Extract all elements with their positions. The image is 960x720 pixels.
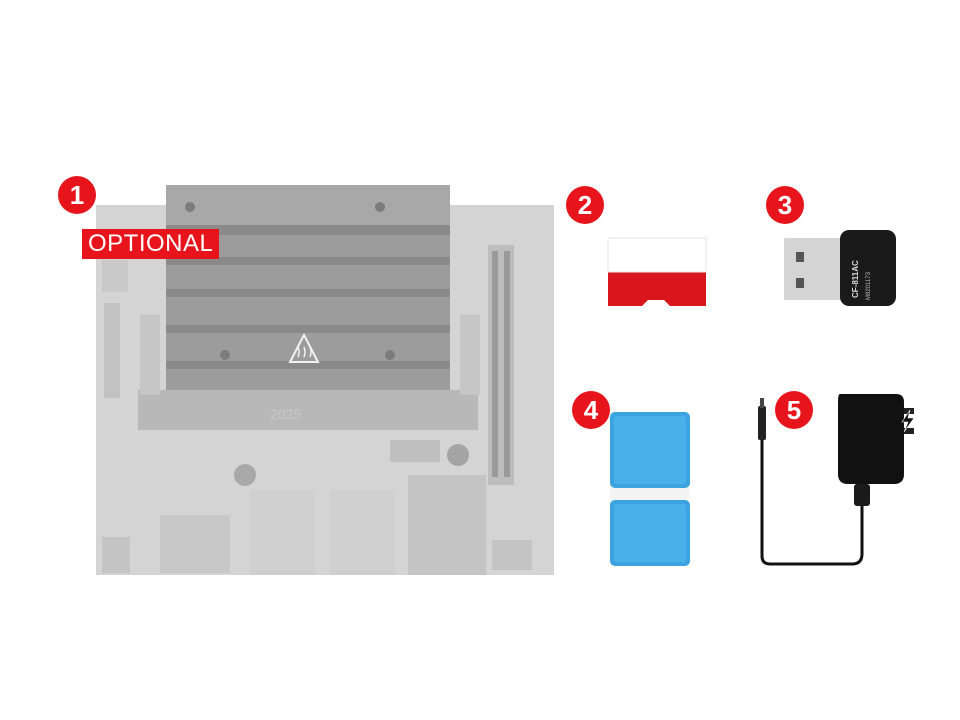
optional-label: OPTIONAL: [82, 229, 220, 259]
usb-wifi-adapter-illustration: CF-811AC M8201173: [784, 230, 896, 306]
power-adapter: [748, 388, 928, 568]
jetson-board-illustration: 2025: [96, 185, 554, 575]
microsd-card-illustration: [607, 237, 707, 306]
item-1-badge: 1: [58, 176, 96, 214]
module-text: 2025: [270, 406, 301, 422]
microsd-card: [604, 236, 710, 312]
item-4-badge: 4: [572, 391, 610, 429]
usb-wifi-adapter: CF-811AC M8201173: [782, 228, 898, 308]
card-reader: [608, 410, 692, 568]
power-adapter-illustration: [758, 394, 915, 566]
jetson-board: 2025: [90, 185, 560, 585]
card-reader-illustration: [610, 412, 690, 566]
adapter-serial-text: M8201173: [866, 271, 872, 300]
lightning-icon: [901, 409, 915, 433]
heat-warning-icon: [288, 332, 320, 363]
item-3-badge: 3: [766, 186, 804, 224]
item-5-badge: 5: [775, 391, 813, 429]
adapter-model-text: CF-811AC: [851, 260, 860, 298]
item-2-badge: 2: [566, 186, 604, 224]
